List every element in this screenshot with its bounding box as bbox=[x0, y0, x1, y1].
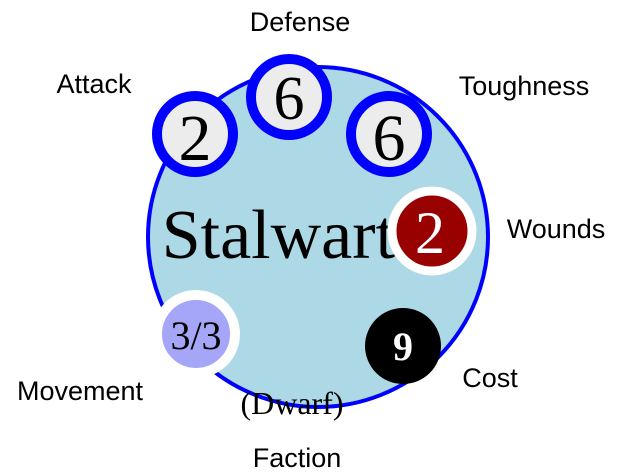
movement-value: 3/3 bbox=[170, 313, 221, 358]
unit-name: Stalwarts bbox=[162, 197, 423, 274]
defense-value: 6 bbox=[274, 65, 305, 133]
toughness-label: Toughness bbox=[459, 71, 590, 101]
faction-value: (Dwarf) bbox=[240, 385, 343, 421]
movement-label: Movement bbox=[17, 376, 144, 406]
faction-label: Faction bbox=[253, 443, 342, 473]
defense-label: Defense bbox=[250, 7, 351, 37]
wounds-token: 2 bbox=[387, 186, 477, 276]
toughness-token: 6 bbox=[346, 91, 432, 177]
cost-label: Cost bbox=[462, 363, 518, 393]
cost-token: 9 bbox=[365, 308, 441, 384]
movement-token: 3/3 bbox=[152, 290, 240, 378]
toughness-value: 6 bbox=[373, 102, 406, 175]
attack-token: 2 bbox=[152, 91, 238, 177]
wounds-label: Wounds bbox=[507, 214, 606, 244]
cost-value: 9 bbox=[393, 324, 413, 369]
attack-value: 2 bbox=[179, 102, 212, 175]
wounds-value: 2 bbox=[415, 200, 445, 266]
attack-label: Attack bbox=[56, 69, 132, 99]
defense-token: 6 bbox=[246, 54, 332, 140]
